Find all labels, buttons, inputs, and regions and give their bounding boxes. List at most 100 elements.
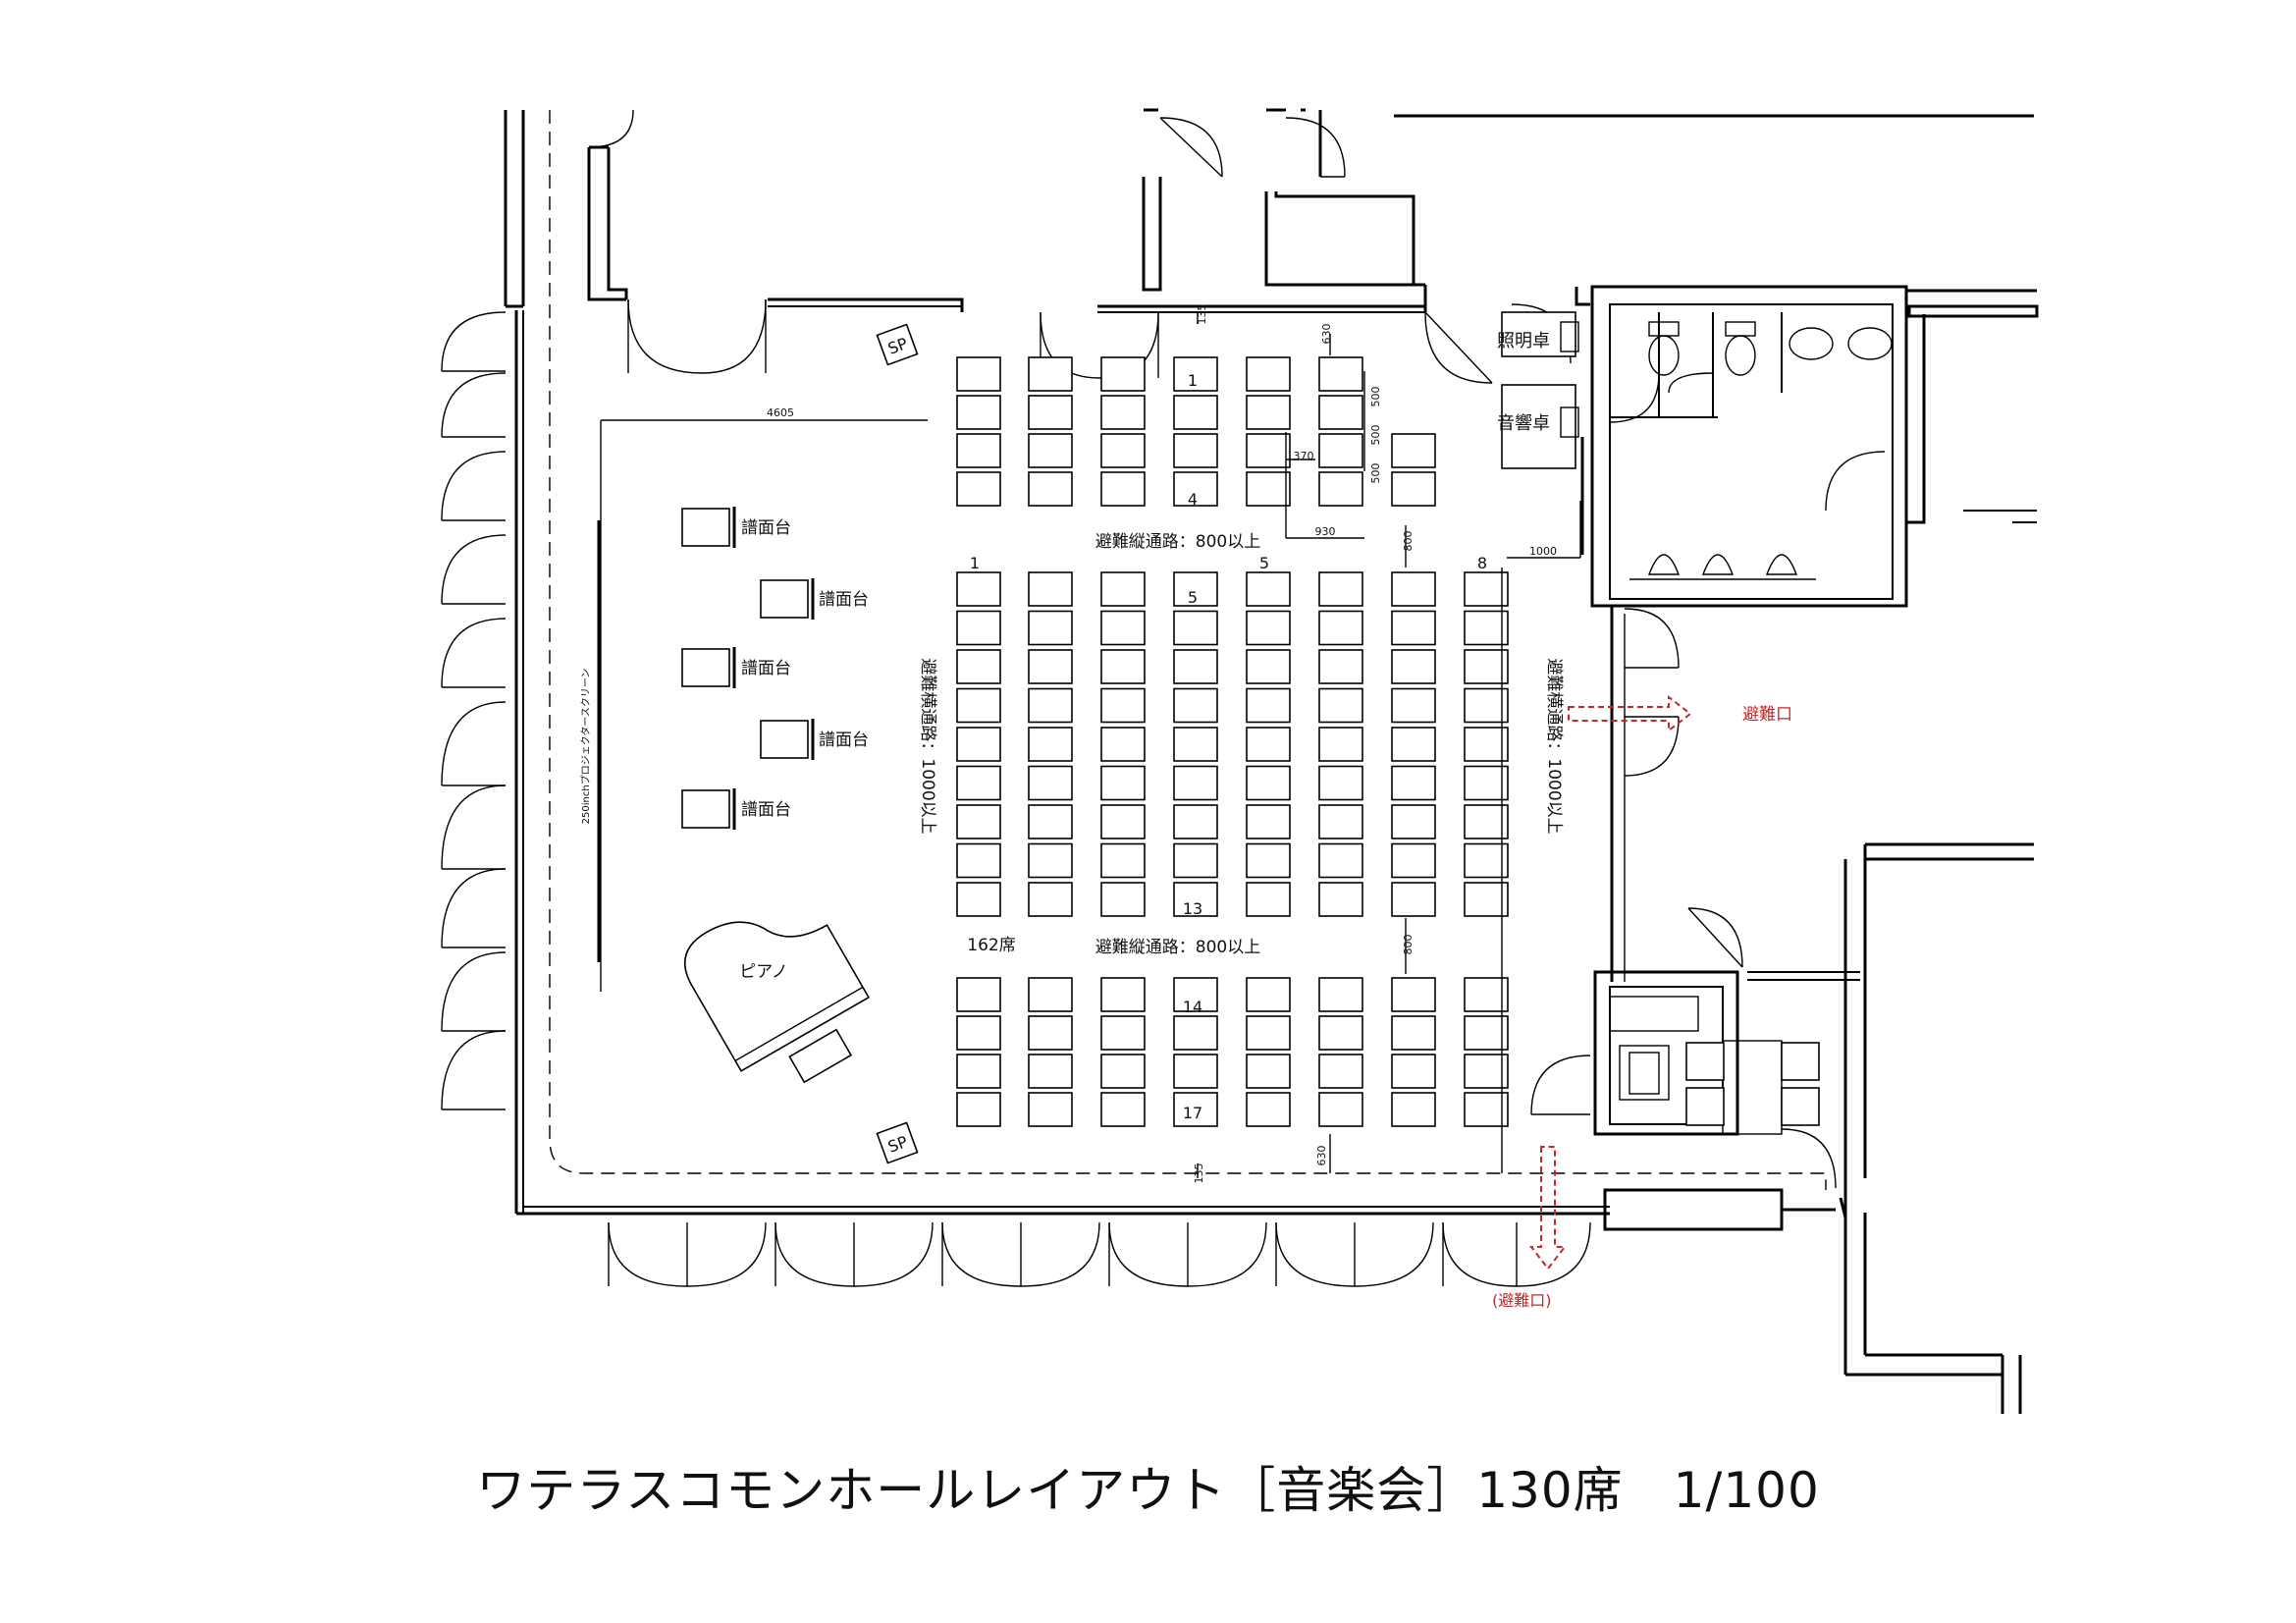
seat <box>1100 1092 1146 1127</box>
seat <box>1028 1092 1073 1127</box>
dimension-lines <box>1197 312 1581 1178</box>
seat <box>1028 727 1073 762</box>
seat <box>1246 687 1291 724</box>
music-stand-label-4: 譜面台 <box>819 730 869 750</box>
seat <box>1100 610 1146 646</box>
seat-row-5: 5 <box>1188 588 1198 607</box>
fixtures <box>597 311 1893 1164</box>
seat <box>956 1092 1001 1127</box>
doors <box>441 109 1837 1287</box>
seat <box>1246 765 1291 801</box>
dim-630-top: 630 <box>1320 324 1333 345</box>
seat <box>1100 977 1146 1012</box>
seat <box>956 1054 1001 1089</box>
seat <box>1173 395 1218 430</box>
seat <box>1100 571 1146 607</box>
seat <box>1246 727 1291 762</box>
seat <box>1028 610 1073 646</box>
dim-500-b: 500 <box>1369 425 1382 446</box>
dim-930: 930 <box>1315 525 1336 538</box>
seat <box>1464 727 1509 762</box>
seat <box>1173 610 1218 646</box>
dim-135-top: 135 <box>1196 304 1208 325</box>
exit-arrows <box>1528 694 1692 1271</box>
seat <box>1173 765 1218 801</box>
exit-label-bottom: (避難口) <box>1492 1291 1552 1310</box>
seat <box>1246 977 1291 1012</box>
screen-label: 250inchプロジェクタースクリーン <box>580 669 592 825</box>
labels: SP SP 照明卓 音響卓 譜面台 譜面台 譜面台 譜面台 譜面台 ピアノ 25… <box>580 304 1792 1311</box>
seat <box>1318 649 1363 684</box>
seat <box>1464 649 1509 684</box>
seat <box>1028 395 1073 430</box>
seat <box>1246 882 1291 917</box>
seat <box>1246 804 1291 839</box>
seat <box>1246 571 1291 607</box>
seat-grid <box>956 356 1509 1127</box>
seat <box>1318 433 1363 468</box>
seat <box>1318 977 1363 1012</box>
music-stands <box>681 507 815 830</box>
seat <box>1391 471 1436 507</box>
seat <box>1391 433 1436 468</box>
seat <box>956 610 1001 646</box>
seat-col-8: 8 <box>1477 554 1487 572</box>
piano-label: ピアノ <box>739 962 787 982</box>
seat <box>1391 610 1436 646</box>
seat <box>1464 882 1509 917</box>
seat <box>1246 395 1291 430</box>
seat <box>1173 1092 1218 1127</box>
exit-label-right: 避難口 <box>1742 705 1792 725</box>
seat <box>1318 804 1363 839</box>
seat <box>1318 882 1363 917</box>
seat <box>956 842 1001 879</box>
seat <box>1028 687 1073 724</box>
seat-col-1: 1 <box>970 554 980 572</box>
seat <box>1464 977 1509 1012</box>
seat <box>1246 1092 1291 1127</box>
dim-800-b: 800 <box>1402 935 1415 955</box>
speaker-top <box>876 323 919 366</box>
seat <box>1318 571 1363 607</box>
seat <box>956 882 1001 917</box>
seat <box>1391 687 1436 724</box>
seat <box>956 471 1001 507</box>
seat <box>1028 882 1073 917</box>
seat-row-4: 4 <box>1188 490 1198 509</box>
seat <box>1100 649 1146 684</box>
aisle-vertical-upper: 避難縦通路：800以上 <box>1095 532 1260 552</box>
seat <box>1028 433 1073 468</box>
seat <box>1318 765 1363 801</box>
seat <box>1173 1054 1218 1089</box>
seat-row-1: 1 <box>1188 371 1198 390</box>
seat <box>1464 804 1509 839</box>
seat <box>1173 804 1218 839</box>
seat <box>1318 687 1363 724</box>
seat <box>1246 433 1291 468</box>
speaker-bottom <box>876 1121 919 1164</box>
seat <box>1318 842 1363 879</box>
seat-row-13: 13 <box>1183 899 1202 918</box>
seat <box>1028 1054 1073 1089</box>
seat <box>1318 1015 1363 1051</box>
seat <box>1028 356 1073 392</box>
seat <box>1318 1054 1363 1089</box>
aisle-vertical-lower: 避難縦通路：800以上 <box>1095 938 1260 957</box>
seat <box>1246 1054 1291 1089</box>
piano <box>683 921 871 1084</box>
seat <box>1028 842 1073 879</box>
seat <box>956 687 1001 724</box>
seat <box>1318 356 1363 392</box>
seat <box>1464 571 1509 607</box>
seat <box>1318 610 1363 646</box>
seat <box>1100 356 1146 392</box>
seat <box>1318 471 1363 507</box>
aisle-horizontal-right: 避難横通路：1000以上 <box>1544 658 1564 834</box>
seat <box>1246 610 1291 646</box>
seat <box>1391 571 1436 607</box>
seat <box>956 977 1001 1012</box>
seat-row-14: 14 <box>1183 998 1202 1016</box>
seat <box>1391 977 1436 1012</box>
seat <box>956 1015 1001 1051</box>
